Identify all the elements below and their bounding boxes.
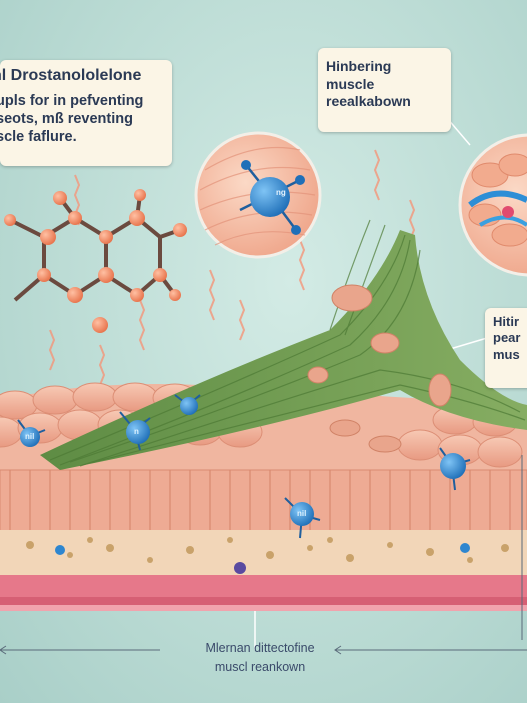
bottom-label-line-2: muscl reankown: [214, 659, 306, 674]
molecule-left-2-label: n: [134, 427, 139, 436]
steroid-molecule-structure: [4, 189, 187, 333]
muscle-fiber-bundle: [40, 219, 527, 470]
heat-wave-lines: [48, 149, 416, 386]
molecule-mid-label: nil: [297, 509, 307, 518]
small-molecules: [17, 394, 471, 574]
molecule-right: [439, 447, 471, 491]
zoom-molecule-label: ng: [276, 188, 286, 197]
callout-right-line-1: Hitir: [493, 314, 519, 329]
callout-hinder: Hinbering muscle reealkabown: [318, 48, 451, 132]
bottom-label-line-1: Mlernan dittectofine: [205, 641, 315, 655]
callout-main: hl Drostanololelone upls for in pefventi…: [0, 60, 172, 166]
zoom-circle-muscle: [194, 131, 322, 259]
callout-hinder-line-3: reealkabown: [326, 93, 411, 109]
zoom-molecule: [239, 160, 305, 235]
callout-hinder-line-1: Hinbering: [326, 58, 392, 74]
callout-right: Hitir pear mus: [485, 308, 527, 388]
dimension-arrows: [0, 455, 527, 655]
zoom-circle-right: [458, 133, 527, 277]
molecule-left-2: [119, 411, 151, 451]
callout-hinder-line-2: muscle: [326, 75, 375, 92]
callout-main-line-2: upls for in pefventing: [0, 93, 144, 109]
callout-right-line-2: pear: [493, 330, 521, 346]
callout-main-line-3: seots, mß reventing: [0, 111, 133, 128]
molecule-left-1-label: nil: [25, 432, 35, 441]
molecule-mid: [284, 497, 321, 539]
bottom-label: Mlernan dittectofine muscl reankown: [160, 639, 360, 677]
molecule-top: [174, 394, 201, 415]
callout-main-line-4: scle faflure.: [0, 129, 77, 146]
callout-right-line-3: mus: [493, 346, 520, 362]
callout-main-line-1: hl Drostanololelone: [0, 67, 142, 84]
molecule-left-1: [17, 419, 46, 447]
